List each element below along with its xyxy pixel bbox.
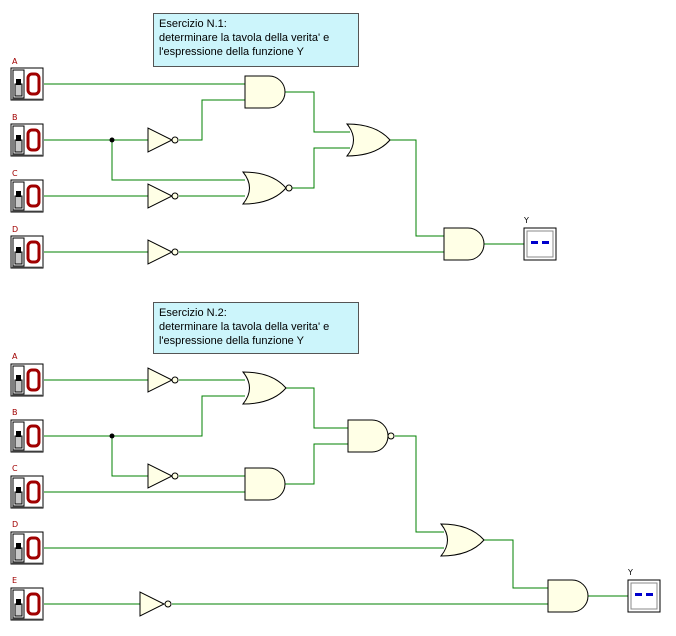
exercise-2-line1: determinare la tavola della verita' e <box>159 321 330 333</box>
exercise-2-line2: l'espressione della funzione Y <box>159 335 304 347</box>
ex2-label-e: E <box>12 576 18 585</box>
ex1-wires <box>44 83 524 253</box>
exercise-1-title: Esercizio N.1: <box>159 18 227 30</box>
ex1-and-gate-1 <box>244 75 286 109</box>
ex1-label-a: A <box>12 57 18 66</box>
ex2-switch-a[interactable] <box>9 362 45 398</box>
ex2-label-c: C <box>12 464 18 473</box>
exercise-2-circuit <box>9 362 661 622</box>
ex2-or-gate-2 <box>439 523 485 557</box>
exercise-2-title: Esercizio N.2: <box>159 307 227 319</box>
ex1-switch-c[interactable] <box>9 178 45 214</box>
ex2-and-gate-final <box>547 579 589 613</box>
ex2-not-gate-e <box>139 591 172 617</box>
ex2-junction-dot <box>109 433 115 439</box>
ex2-switch-b[interactable] <box>9 418 45 454</box>
ex2-label-a: A <box>12 352 18 361</box>
ex2-or-gate-1 <box>241 371 287 405</box>
exercise-1-line2: l'espressione della funzione Y <box>159 46 304 58</box>
ex2-not-gate-a <box>147 367 179 393</box>
ex1-junction-dot <box>109 137 115 143</box>
ex2-output-display <box>627 579 661 613</box>
ex1-switch-d[interactable] <box>9 234 45 270</box>
ex1-label-b: B <box>12 113 18 122</box>
ex2-switch-d[interactable] <box>9 530 45 566</box>
ex1-label-d: D <box>12 225 19 234</box>
ex1-and-gate-final <box>443 227 485 261</box>
ex2-switch-c[interactable] <box>9 474 45 510</box>
ex2-label-y: Y <box>628 568 633 577</box>
ex1-not-gate-b <box>147 127 179 153</box>
exercise-2-note: Esercizio N.2: determinare la tavola del… <box>153 302 359 354</box>
exercise-1-circuit <box>9 66 557 270</box>
ex2-not-gate-b <box>147 463 179 489</box>
ex2-switch-e[interactable] <box>9 586 45 622</box>
ex2-label-d: D <box>12 520 19 529</box>
ex1-output-display <box>523 227 557 261</box>
ex2-wires <box>44 379 628 605</box>
ex1-label-y: Y <box>524 216 529 225</box>
ex1-switch-b[interactable] <box>9 122 45 158</box>
ex1-not-gate-c <box>147 183 179 209</box>
ex2-and-gate-1 <box>244 467 286 501</box>
ex1-not-gate-d <box>147 239 179 265</box>
ex2-label-b: B <box>12 408 18 417</box>
ex1-nor-gate <box>241 171 293 205</box>
exercise-1-note: Esercizio N.1: determinare la tavola del… <box>153 13 359 67</box>
ex1-switch-a[interactable] <box>9 66 45 102</box>
ex2-nand-gate <box>347 419 395 453</box>
ex1-or-gate <box>345 123 391 157</box>
ex1-label-c: C <box>12 169 18 178</box>
exercise-1-line1: determinare la tavola della verita' e <box>159 32 330 44</box>
